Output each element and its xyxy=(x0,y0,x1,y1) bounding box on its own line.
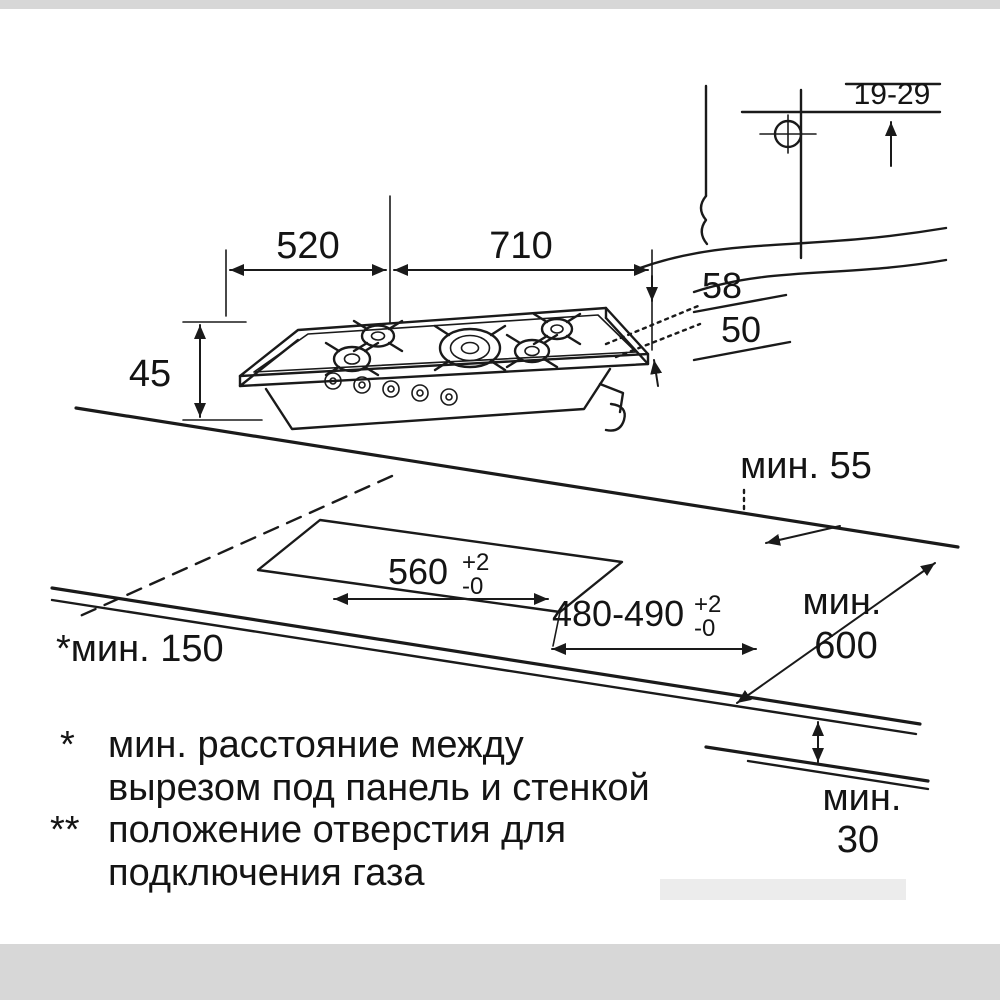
dim-min-55-arrow xyxy=(765,525,841,546)
dim-480-490-tol-upper: +2 xyxy=(694,591,721,618)
dim-480-490-extension xyxy=(552,611,561,647)
gas-hose-curve-upper xyxy=(638,226,948,270)
dim-min-30-word: мин. xyxy=(823,777,902,819)
countertop-front-edge-lower xyxy=(50,598,918,736)
dim-560-tol-upper: +2 xyxy=(462,549,489,576)
burner-cap xyxy=(550,324,564,334)
dim-480-490-tol-lower: -0 xyxy=(694,615,715,642)
knob-center xyxy=(445,393,453,401)
dim-min-30: мин. 30 xyxy=(812,721,902,861)
dim-710: 710 xyxy=(393,225,649,276)
burner-ring-outer xyxy=(438,327,502,369)
hob xyxy=(238,306,650,432)
dim-58-reference-line xyxy=(692,293,788,314)
dim-45-label: 45 xyxy=(129,353,171,395)
knob-center xyxy=(329,377,337,385)
pan-support-grates xyxy=(324,312,582,377)
burner-ring xyxy=(513,338,551,364)
dim-45: 45 xyxy=(129,321,263,421)
dim-480-490-label: 480-490 xyxy=(552,593,684,634)
dim-560-label: 560 xyxy=(388,551,448,592)
knob xyxy=(440,388,458,406)
dim-min-600: мин. 600 xyxy=(736,562,936,704)
knob xyxy=(324,372,342,390)
dim-560-tol-lower: -0 xyxy=(462,573,483,600)
knob xyxy=(353,376,371,394)
dim-520-label: 520 xyxy=(276,225,339,267)
footnote2-marker: ** xyxy=(50,809,80,851)
projection-dashed-line xyxy=(78,474,394,618)
footnote1-line1: мин. расстояние между xyxy=(108,724,524,766)
dim-50-leader-dotted xyxy=(614,322,702,359)
hob-top-surface xyxy=(238,306,650,378)
right-dimensions: 58 50 xyxy=(604,265,792,387)
dim-520: 520 xyxy=(229,225,387,276)
burner-ring xyxy=(360,324,396,348)
top-edge-band xyxy=(0,0,1000,9)
footnotes: * мин. расстояние между вырезом под пане… xyxy=(50,724,650,894)
burner-center-wok xyxy=(438,327,502,369)
burner-cap xyxy=(343,353,361,365)
gas-inlet-hook xyxy=(604,402,626,432)
hob-side-band xyxy=(238,316,650,388)
gas-hole xyxy=(759,114,817,154)
dim-min-30-value: 30 xyxy=(837,819,879,861)
dim-min-600-word: мин. xyxy=(803,581,882,623)
burner-ring xyxy=(332,345,372,373)
dim-min-600-arrow-line xyxy=(736,562,936,704)
countertop-back-edge xyxy=(74,406,960,549)
dim-min-150-label: *мин. 150 xyxy=(56,628,224,670)
footnote2-line2: подключения газа xyxy=(108,852,425,894)
dim-min-55: мин. 55 xyxy=(740,445,872,546)
burner-right-back xyxy=(540,317,574,341)
bottom-edge-band xyxy=(0,944,1000,1000)
dim-50-arrow-up xyxy=(650,359,663,387)
burner-ring xyxy=(540,317,574,341)
gas-pipe-break-squiggle xyxy=(699,194,709,246)
gas-hose-curve-lower xyxy=(692,258,948,294)
knob-center xyxy=(387,385,395,393)
footnote2-line1: положение отверстия для xyxy=(108,809,566,851)
burner-cap xyxy=(460,341,480,355)
footnote1-marker: * xyxy=(60,724,75,766)
gas-connection-detail: 19-29 xyxy=(638,78,948,294)
dim-19-29: 19-29 xyxy=(854,78,931,167)
watermark-bar xyxy=(660,879,906,900)
dim-min-150: *мин. 150 xyxy=(56,628,224,670)
dim-50-label: 50 xyxy=(721,309,761,350)
hob-casing xyxy=(264,367,612,431)
burner-cap xyxy=(370,331,386,341)
dim-58: 58 xyxy=(604,265,788,346)
dim-min-55-label: мин. 55 xyxy=(740,445,872,487)
knob xyxy=(382,380,400,398)
dim-min-600-value: 600 xyxy=(814,625,877,667)
dim-560: 560 +2 -0 xyxy=(333,549,549,605)
burner-ring-mid xyxy=(449,334,491,362)
cabinet-front-edge-lower xyxy=(746,759,930,791)
footnote1-line2: вырезом под панель и стенкой xyxy=(108,767,650,809)
dim-19-29-label: 19-29 xyxy=(854,78,931,111)
dim-58-label: 58 xyxy=(702,265,742,306)
burner-right-front xyxy=(513,338,551,364)
dim-50-reference-line xyxy=(692,340,792,362)
burner-left-back xyxy=(360,324,396,348)
gas-inlet-stub xyxy=(598,382,625,414)
knob-center xyxy=(416,389,424,397)
burner-left-front xyxy=(332,345,372,373)
knob-center xyxy=(358,381,366,389)
cabinet-front-edge xyxy=(704,745,930,783)
top-dimensions: 520 710 xyxy=(225,195,653,351)
dim-480-490: 480-490 +2 -0 xyxy=(551,591,757,655)
dim-710-label: 710 xyxy=(489,225,552,267)
dim-50: 50 xyxy=(614,309,792,387)
burner-cap xyxy=(524,345,540,357)
control-knobs xyxy=(324,372,458,406)
knob xyxy=(411,384,429,402)
